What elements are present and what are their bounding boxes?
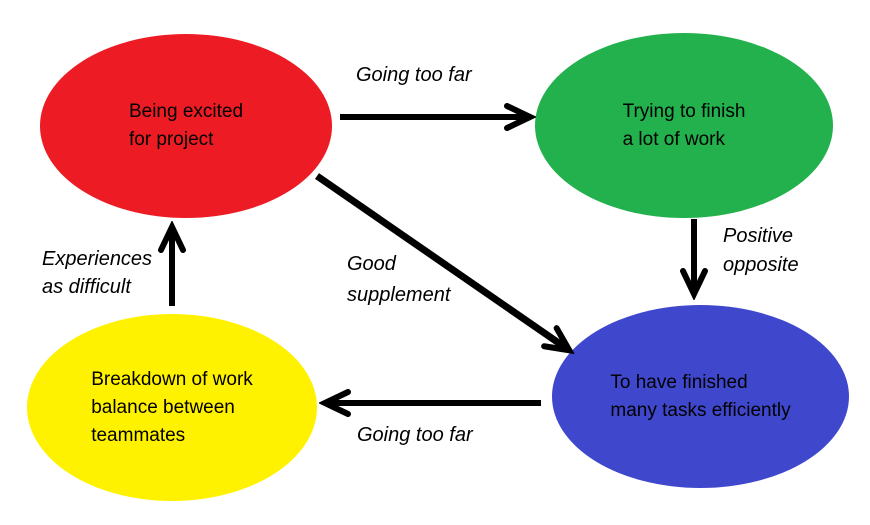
edge-label-good-supplement: Good supplement <box>347 253 451 306</box>
node-trying-to-finish-label: Trying to finish a lot of work <box>623 98 746 154</box>
node-label-line: balance between <box>91 396 235 418</box>
node-being-excited: Being excited for project <box>40 34 332 218</box>
node-label-line: a lot of work <box>622 128 726 150</box>
node-finished-many-tasks: To have finished many tasks efficiently <box>552 305 849 488</box>
node-breakdown-work-balance-label: Breakdown of work balance between teamma… <box>91 366 253 450</box>
node-label-line: To have finished <box>610 371 748 393</box>
node-label-line: for project <box>128 129 214 150</box>
node-trying-to-finish: Trying to finish a lot of work <box>535 33 833 218</box>
edge-label-positive-opposite: Positive opposite <box>723 225 799 276</box>
edge-label-going-too-far-top: Going too far <box>356 64 472 86</box>
node-breakdown-work-balance: Breakdown of work balance between teamma… <box>27 314 317 501</box>
node-label-line: Trying to finish <box>622 100 746 122</box>
node-label-line: Breakdown of work <box>91 368 253 390</box>
edge-label-going-too-far-bottom: Going too far <box>357 424 473 446</box>
node-being-excited-label: Being excited for project <box>129 98 243 154</box>
node-label-line: Being excited <box>128 101 244 122</box>
node-label-line: many tasks efficiently <box>610 399 791 421</box>
node-finished-many-tasks-label: To have finished many tasks efficiently <box>610 369 790 425</box>
node-label-line: teammates <box>91 424 186 446</box>
edge-label-experiences-as-difficult: Experiences as difficult <box>42 248 153 298</box>
